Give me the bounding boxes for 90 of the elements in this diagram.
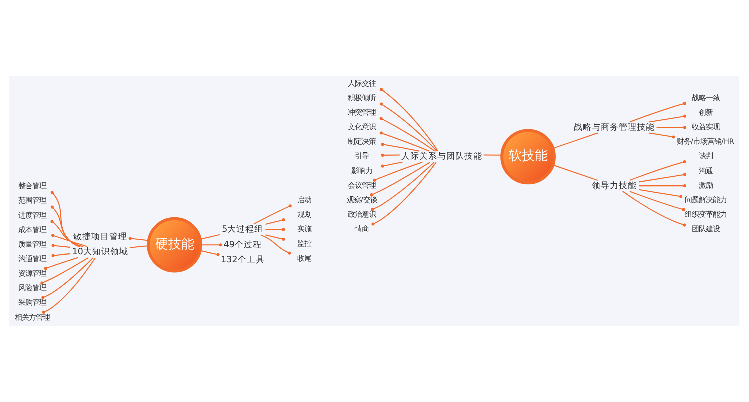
connector: [484, 154, 502, 156]
node-text: 战略与商务管理技能: [574, 123, 656, 134]
connector: [553, 164, 598, 182]
node-text: 政治意识: [348, 210, 376, 220]
connector: [130, 246, 148, 248]
node-text: 财务/市场营销/HR: [677, 137, 734, 146]
node-text: 团队建设: [692, 224, 720, 234]
node-text: 激励: [698, 180, 713, 190]
node-text: 情商: [355, 224, 370, 234]
node-text: 监控: [298, 239, 312, 248]
node-text: 风险管理: [18, 284, 46, 293]
node-text: 会议管理: [348, 180, 376, 190]
node-text: 文化意识: [348, 122, 376, 132]
node-text: 规划: [298, 210, 312, 220]
connector: [200, 250, 220, 256]
connector: [266, 228, 286, 232]
connector: [201, 244, 222, 247]
node-circle: 软技能: [500, 129, 556, 185]
connector: [200, 234, 220, 240]
node-text: 沟通: [698, 166, 713, 176]
connector: [128, 237, 149, 242]
connector: [52, 253, 71, 258]
node-text: 组织变革能力: [684, 210, 727, 220]
node-text: 问题解决能力: [684, 195, 727, 204]
node-text: 质量管理: [18, 240, 46, 249]
connector: [52, 234, 88, 248]
connector: [266, 218, 286, 225]
connector: [553, 132, 598, 150]
node-text: 人际关系与团队技能: [401, 152, 482, 162]
connector: [630, 160, 686, 181]
node-text: 创新: [698, 108, 713, 117]
node-text: 领导力技能: [592, 181, 638, 192]
node-text: 10大知识领域: [72, 248, 129, 258]
connector: [648, 132, 676, 139]
connector: [380, 88, 439, 152]
connector: [639, 184, 686, 188]
node-text: 冲突管理: [348, 108, 376, 117]
node-text: 人际交往: [348, 78, 376, 88]
connector: [381, 154, 400, 157]
connector: [630, 102, 686, 123]
node-text: 相关方管理: [14, 312, 50, 322]
node-text: 5大过程组: [222, 225, 264, 236]
connector: [254, 204, 292, 225]
node-text: 49个过程: [224, 240, 262, 250]
connector: [639, 173, 686, 183]
node-text: 战略一致: [692, 93, 720, 102]
connector: [371, 162, 435, 212]
node-text: 影响力: [352, 166, 373, 176]
connector: [50, 191, 80, 248]
node-text: 资源管理: [18, 269, 46, 278]
connector: [40, 257, 89, 285]
connector: [52, 244, 71, 248]
connector: [42, 258, 96, 314]
connector: [630, 191, 686, 212]
node-text: 实施: [298, 224, 312, 234]
connector: [380, 132, 430, 152]
connector: [380, 117, 436, 152]
connector: [50, 206, 81, 248]
node-text: 沟通管理: [18, 254, 46, 264]
node-text: 敏捷项目管理: [73, 232, 128, 242]
node-text: 收尾: [298, 254, 312, 263]
node-text: 谈判: [698, 152, 713, 161]
connector: [370, 162, 431, 197]
connector: [50, 220, 84, 248]
connector: [372, 162, 437, 226]
connector: [656, 126, 686, 130]
node-text: 进度管理: [18, 210, 46, 220]
node-text: 引导: [355, 152, 370, 161]
connector: [373, 162, 423, 182]
node-text: 132个工具: [221, 256, 265, 266]
connector: [648, 114, 687, 123]
node-text: 范围管理: [18, 196, 46, 206]
connector: [381, 143, 420, 152]
connector: [622, 191, 686, 227]
node-circle: 硬技能: [147, 217, 202, 273]
connector: [639, 189, 683, 198]
node-text: 观察/交谈: [346, 195, 378, 204]
connector: [42, 258, 94, 300]
connector: [381, 162, 403, 168]
node-text: 成本管理: [18, 225, 46, 234]
node-text: 采购管理: [18, 298, 46, 308]
node-text: 收益实现: [692, 122, 720, 132]
connector: [261, 234, 292, 255]
node-text: 制定决策: [348, 137, 376, 146]
node-text: 整合管理: [18, 182, 46, 191]
connector: [266, 234, 286, 242]
connector: [380, 102, 438, 152]
connector: [44, 257, 78, 270]
node-text: 积极倾听: [348, 93, 376, 102]
node-text: 启动: [298, 195, 312, 204]
